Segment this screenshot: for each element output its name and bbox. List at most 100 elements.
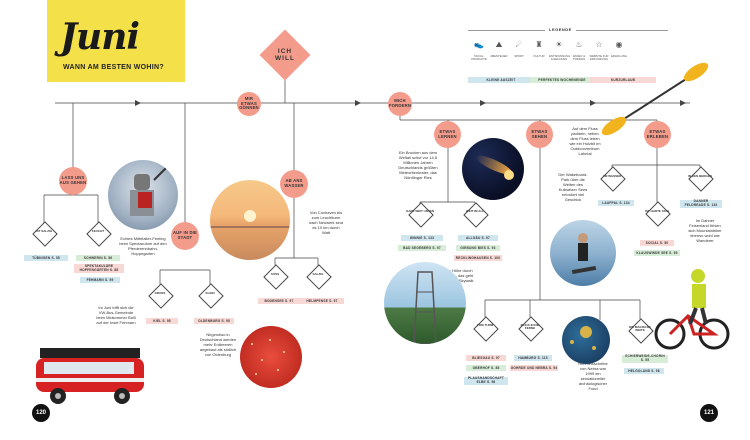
knight-figure <box>130 163 171 216</box>
destination-tag: BODENSEE S. 97 <box>258 298 300 304</box>
hat-icon: ♜ <box>535 40 543 49</box>
mountain-biker-image <box>654 269 730 350</box>
destination-tag: KIEL S. 95 <box>146 318 178 324</box>
sun-icon: ☀ <box>555 40 563 49</box>
decision-label: KLEIN <box>205 291 215 295</box>
destination-tag: ALLGÄU S. 97 <box>458 235 498 241</box>
decision-label: SALZIG <box>312 272 324 276</box>
tower-figure <box>413 271 437 344</box>
node-erleben: ETWAS ERLEBEN <box>644 121 671 148</box>
destination-tag: DANNER FELDREADE S. 133 <box>680 200 722 208</box>
page-subtitle: WANN AM BESTEN WOHIN? <box>63 64 164 71</box>
decision-label: VOM TURM <box>476 323 494 327</box>
destination-tag: FEHMARN S. 59 <box>80 277 120 283</box>
legend-tag-pink: KURZURLAUB <box>590 77 656 83</box>
knight-photo <box>108 160 178 230</box>
info-note: Der Wakeboard-Park über die Weiten des K… <box>558 172 588 202</box>
horizon-line <box>210 226 290 228</box>
disk-sun <box>580 326 592 338</box>
node-wasser: AB ANS WASSER <box>280 170 308 198</box>
sport-icon: ☄ <box>515 40 523 49</box>
legend-tag-green: PERFEKTES WOCHENENDE <box>530 77 594 83</box>
meteor-core <box>504 170 514 180</box>
node-stadt: AUF IN DIE STADT <box>171 222 199 250</box>
page-title: Juni <box>60 16 140 58</box>
destination-tag: RECKLINGHAUSEN S. 100 <box>454 255 502 261</box>
destination-tag: SOCIAL S. 50 <box>640 240 674 246</box>
legend-label: ABENTEUER <box>490 54 508 58</box>
legend-label: KULTUR <box>533 54 545 58</box>
legend-label: ESSEN & TRINKEN <box>572 54 586 62</box>
legend-title: LEGENDE <box>545 27 576 32</box>
destination-tag: SCHWERIN S. 56 <box>76 255 120 261</box>
strawberry-pattern <box>251 339 285 375</box>
destination-tag: TÜBINGEN S. 55 <box>24 255 68 261</box>
node-ausgehen: LASS UNS AUS GEHEN <box>59 167 87 195</box>
destination-tag: OBERHOF S. 88 <box>466 365 506 371</box>
page-number-left: 120 <box>32 404 50 422</box>
info-note: Echtes Mittelalter-Feeling beim Spectacu… <box>119 236 167 256</box>
node-gonnen: MIR ETWAS GÖNNEN <box>237 92 261 116</box>
wakeboard-photo <box>550 220 616 286</box>
info-note: Auf dem Fluss paddeln, neben dem Fluss l… <box>569 126 601 156</box>
info-note: Im Dahner Felsenland fühlen sich Mountai… <box>688 218 722 243</box>
root-label: ICH WILL <box>275 48 295 62</box>
disk-star <box>570 340 574 344</box>
destination-tag: BLIESGAU S. 97 <box>466 355 506 361</box>
wakeboarder-figure <box>571 233 597 275</box>
decision-label: AM WASSER <box>602 174 622 178</box>
skywalk-tower-photo <box>384 262 466 344</box>
legend-label: SPORT <box>514 54 524 58</box>
shoe-icon: 👟 <box>474 40 484 49</box>
info-note: Ein Brocken aus dem Weltall schuf vor 14… <box>398 150 438 180</box>
destination-tag: PLAUSHANDSCHAFT ELBE S. 98 <box>464 377 508 385</box>
destination-tag: KLAUSWINDE SEE S. 95 <box>634 250 680 256</box>
decision-label: DIE MAGISCHE WEITE <box>628 325 651 333</box>
nebra-disk-photo <box>562 316 610 364</box>
sun-shape <box>244 210 256 222</box>
decision-label: FEUCHT <box>91 229 105 233</box>
decision-label: IN DEN BERGEN <box>688 174 712 178</box>
destination-tag: SCHIERWEIDE-CHORIN S. 55 <box>622 355 668 363</box>
decision-label: SÜSS <box>270 272 280 276</box>
legend-tag-blue: KLEINE AUSZEIT <box>468 77 534 83</box>
decision-label: IST SALZIG <box>35 229 53 233</box>
legend-label: ERHOLUNG <box>611 54 627 58</box>
meteor-photo <box>462 138 524 200</box>
decision-label: IST HARTE SICH <box>645 209 669 213</box>
info-note: Nirgendwo in Deutschland werden mehr Erd… <box>199 332 237 357</box>
strawberries-photo <box>240 326 302 388</box>
destination-tag: BAD SEGEBERG S. 97 <box>398 245 446 251</box>
destination-tag: HELMPENSE S. 97 <box>300 298 344 304</box>
vw-bus-image <box>36 348 144 404</box>
decision-label: WEIT IM ALL <box>465 209 485 213</box>
decision-label: BLICK IN DIE FERNE <box>520 323 540 331</box>
destination-tag: HAMBURG S. 115 <box>514 355 552 361</box>
destination-tag: LAUFPAL S. 134 <box>598 200 634 206</box>
fork-icon: ♨ <box>575 40 583 49</box>
page-number-right: 121 <box>700 404 718 422</box>
node-fordern: MICH FORDERN <box>388 92 412 116</box>
title-box <box>47 0 185 82</box>
destination-tag: OLDENBURG S. 95 <box>194 318 234 324</box>
destination-tag: GIEBUNG BIES S. 93 <box>456 245 500 251</box>
camera-icon: ◉ <box>615 40 623 49</box>
paddle-image <box>601 62 709 136</box>
legend-label: ENTSPANNUNG & ERHOLEN <box>549 54 571 62</box>
boot-icon: ⛰ <box>495 40 503 49</box>
destination-tag: WINNIE S. 133 <box>401 235 443 241</box>
decision-label: GANZ WEIT UNTEN <box>406 209 434 213</box>
legend-label: TAUCH-PRODUKTE <box>471 54 487 62</box>
destination-tag: GOHRDE UND NEBRA S. 94 <box>510 365 558 371</box>
decision-label: GROSS <box>154 291 166 295</box>
legend-label: WEBSITE FÜR ERKUNDUNG <box>589 54 609 62</box>
node-lernen: ETWAS LERNEN <box>434 121 461 148</box>
info-note: Im Juni trifft sich die VW-Bus-Gemeinde … <box>96 305 136 325</box>
disk-star <box>592 346 596 350</box>
info-note: Von Cuxhaven bis zum Leuchtturm nach Neu… <box>308 210 344 235</box>
star-icon: ☆ <box>595 40 603 49</box>
destination-tag: HELGOLAND S. 98 <box>624 368 664 374</box>
beach-sunset-photo <box>210 180 290 260</box>
